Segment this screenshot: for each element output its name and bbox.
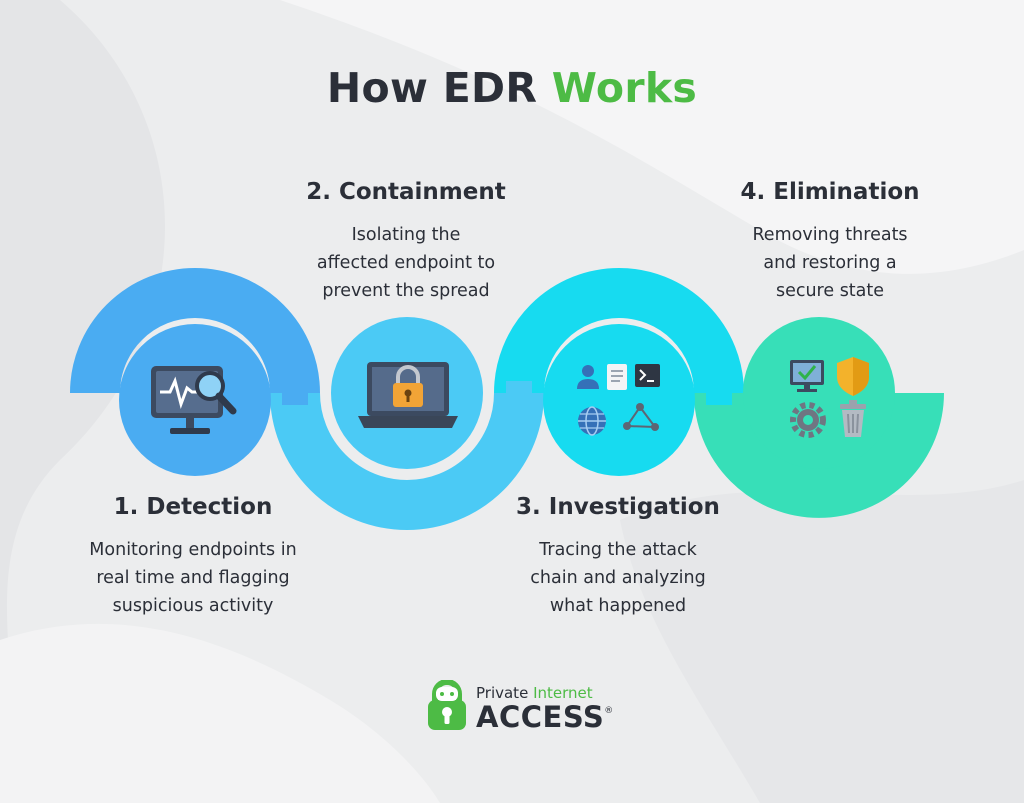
step-heading: 3. Investigation [516,494,720,520]
step-heading: 2. Containment [306,179,506,205]
wave-segment-containment [270,392,544,530]
investigation-tools-icon [577,364,660,436]
document-icon [607,364,627,390]
network-nodes-icon [623,403,659,431]
brand-wordmark: Private Internet ACCESS® [476,684,614,734]
step-circle-elimination [743,317,895,469]
brand-logo[interactable]: Private Internet ACCESS® [426,680,626,736]
shield-icon [837,357,869,396]
step-heading: 4. Elimination [740,179,920,205]
laptop-padlock-icon [358,362,458,428]
padlock-robot-logo-icon [428,680,466,730]
remediation-tools-icon [790,357,869,438]
monitor-checkmark-icon [790,360,824,392]
step-elimination: 4. Elimination Removing threats and rest… [712,179,948,305]
wave-joint-1 [282,381,308,405]
wave-joint-2 [506,381,532,405]
gear-icon [790,402,826,438]
step-description: Removing threats and restoring a secure … [752,225,908,301]
title-accent-text: Works [551,64,698,112]
wave-segment-investigation [494,268,744,394]
step-circle-investigation [543,324,695,476]
brand-private-text: Private [476,684,534,702]
wave-segment-elimination [694,392,944,518]
wave-segment-detection [70,268,320,394]
title-main-text: How EDR [326,64,552,112]
wave-joint-3 [706,381,732,405]
terminal-icon [635,364,660,387]
trash-can-icon [840,400,866,437]
step-investigation: 3. Investigation Tracing the attack chai… [490,494,746,620]
brand-access-text: ACCESS [476,700,605,734]
step-heading: 1. Detection [113,494,273,520]
monitor-activity-magnifier-icon [151,366,237,434]
step-description: Tracing the attack chain and analyzing w… [530,540,706,616]
page-title: How EDR Works [0,64,1024,112]
step-containment: 2. Containment Isolating the affected en… [276,179,536,305]
globe-icon [578,406,606,436]
step-detection: 1. Detection Monitoring endpoints in rea… [58,494,328,620]
step-description: Monitoring endpoints in real time and fl… [89,540,297,616]
person-icon [577,365,599,389]
step-description: Isolating the affected endpoint to preve… [316,225,496,301]
registered-mark: ® [604,706,614,716]
brand-internet-text: Internet [533,684,593,702]
